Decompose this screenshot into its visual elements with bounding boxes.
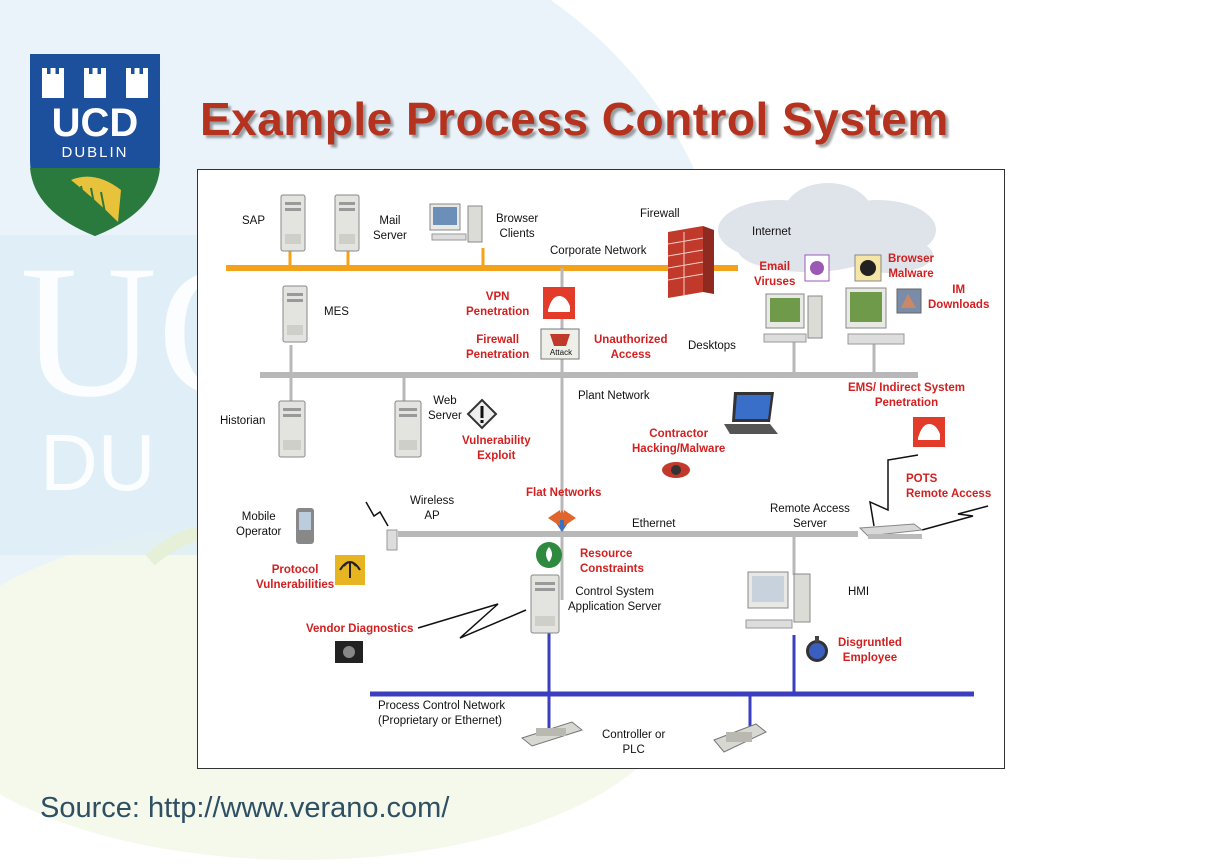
attack-icon bbox=[540, 328, 580, 360]
flat-networks-label: Flat Networks bbox=[526, 487, 602, 499]
pots-lightning-icon-2 bbox=[921, 505, 989, 531]
remote-access-server-icon bbox=[858, 523, 924, 539]
wireless-signal-icon bbox=[365, 501, 389, 527]
vpn-penetration-icon bbox=[543, 287, 575, 319]
im-downloads-icon bbox=[896, 288, 922, 314]
vendor-diagnostics-label: Vendor Diagnostics bbox=[306, 623, 414, 635]
desktop-computer-icon-2 bbox=[845, 287, 905, 345]
email-virus-icon bbox=[804, 254, 830, 282]
source-citation: Source: http://www.verano.com/ bbox=[40, 792, 450, 824]
mail-server-icon bbox=[334, 194, 360, 252]
desktop-computer-icon bbox=[763, 293, 823, 343]
laptop-icon bbox=[724, 392, 778, 434]
attack-badge-label: Attack bbox=[549, 348, 573, 357]
historian-label: Historian bbox=[220, 415, 266, 427]
svg-text:DU: DU bbox=[40, 418, 156, 507]
control-system-server-icon bbox=[530, 574, 560, 634]
sap-server-icon bbox=[280, 194, 306, 252]
protocol-vulnerability-icon bbox=[335, 555, 365, 585]
plant-network-label: Plant Network bbox=[578, 390, 650, 402]
web-server-icon bbox=[394, 400, 422, 458]
corporate-network-label: Corporate Network bbox=[550, 245, 647, 257]
hmi-label: HMI bbox=[848, 586, 870, 598]
ethernet-label: Ethernet bbox=[632, 518, 676, 530]
internet-cloud-icon bbox=[718, 183, 936, 273]
vendor-lightning-icon bbox=[417, 603, 527, 639]
resource-constraints-icon bbox=[536, 542, 562, 568]
firewall-icon bbox=[667, 226, 714, 298]
vendor-diagnostics-icon bbox=[335, 641, 363, 663]
contractor-malware-icon bbox=[662, 462, 690, 478]
plc-controller-icon-2 bbox=[713, 723, 767, 753]
logo-dublin-text: DUBLIN bbox=[61, 144, 129, 161]
firewall-label: Firewall bbox=[640, 208, 680, 220]
hmi-workstation-icon bbox=[745, 571, 811, 629]
logo-ucd-text: UCD bbox=[51, 101, 139, 145]
ucd-logo: UCD DUBLIN bbox=[26, 50, 164, 240]
disgruntled-employee-icon bbox=[806, 636, 828, 662]
historian-server-icon bbox=[278, 400, 306, 458]
process-control-network-label: Process Control Network(Proprietary or E… bbox=[378, 700, 506, 727]
browser-clients-icon bbox=[429, 203, 483, 243]
flat-networks-icon bbox=[548, 510, 576, 532]
warning-icon bbox=[466, 398, 498, 430]
ems-penetration-icon bbox=[913, 417, 945, 447]
mes-label: MES bbox=[324, 306, 349, 318]
desktops-label: Desktops bbox=[688, 340, 736, 352]
mobile-device-icon bbox=[296, 508, 314, 544]
internet-label: Internet bbox=[752, 226, 791, 238]
pots-lightning-icon bbox=[869, 454, 919, 527]
wireless-ap-icon bbox=[386, 529, 398, 551]
plc-controller-icon bbox=[520, 721, 584, 747]
browser-malware-icon bbox=[854, 254, 882, 282]
slide-title: Example Process Control System bbox=[200, 93, 949, 145]
sap-label: SAP bbox=[242, 215, 266, 227]
mes-server-icon bbox=[282, 285, 308, 343]
